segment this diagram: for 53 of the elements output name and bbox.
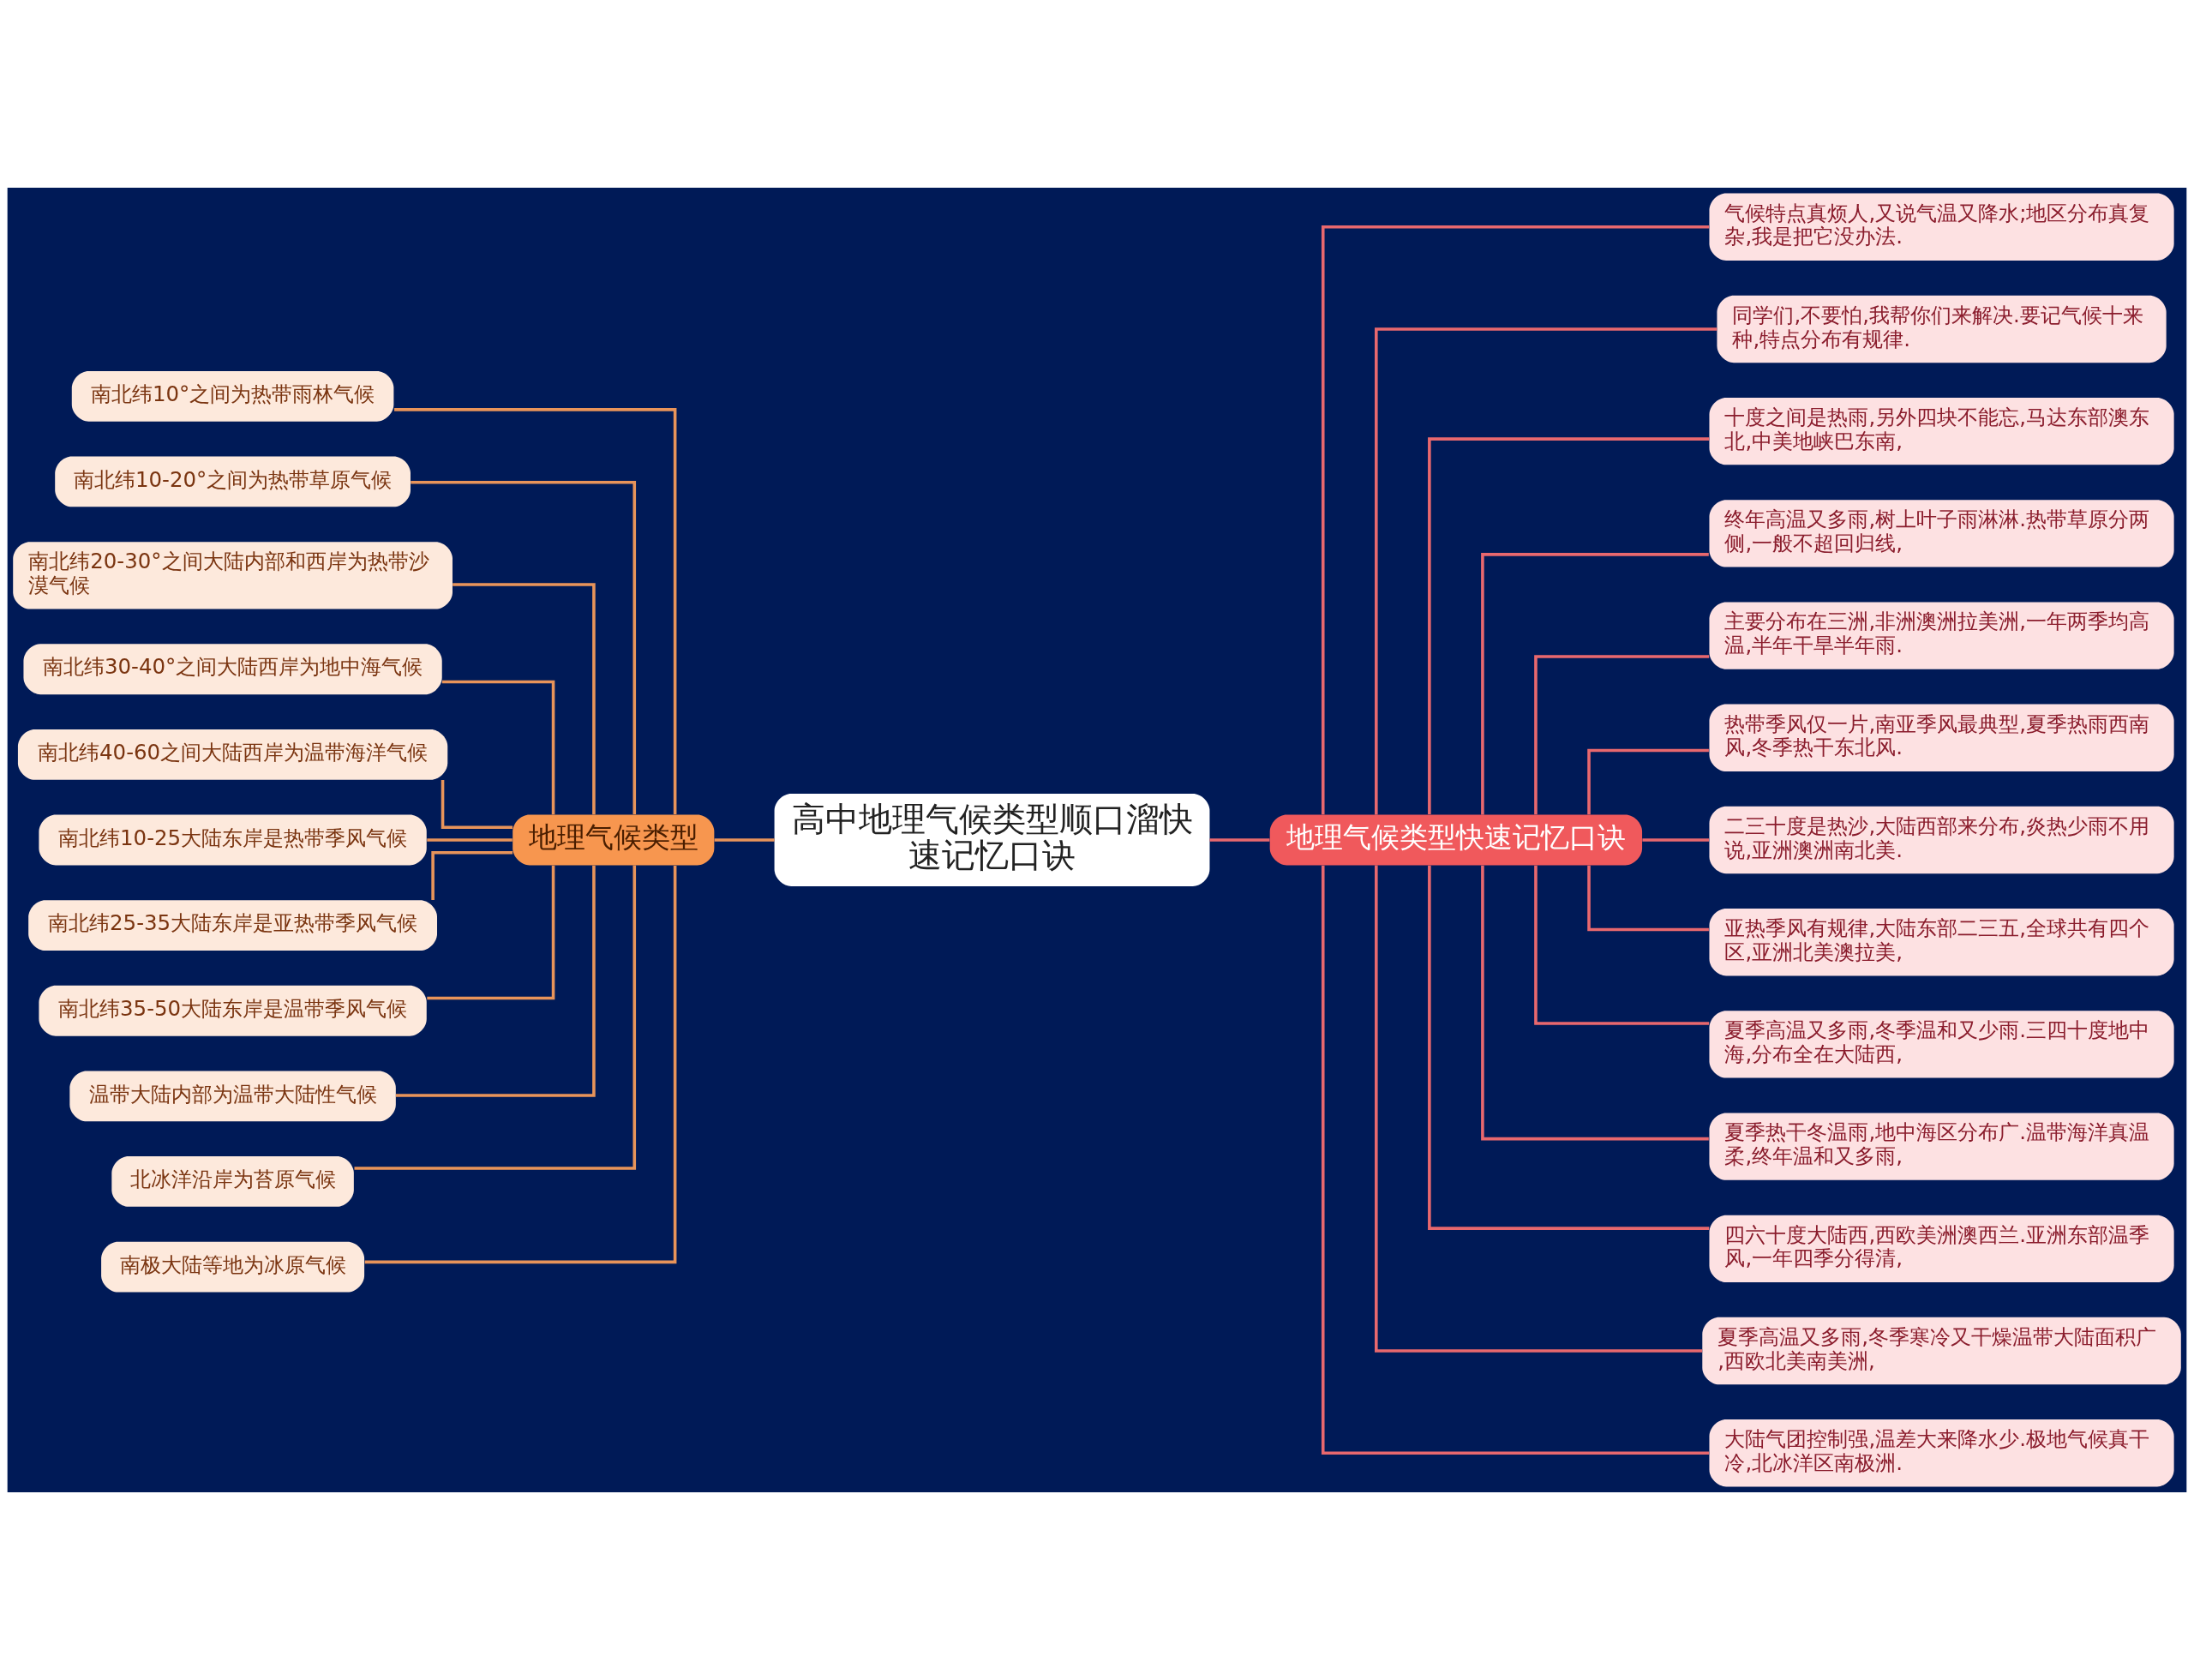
connector	[1209, 838, 1270, 842]
connector	[431, 850, 513, 900]
connector	[1481, 553, 1709, 815]
node-box: 夏季高温又多雨,冬季温和又少雨.三四十度地中海,分布全在大陆西,	[1709, 1011, 2174, 1078]
node-box: 南极大陆等地为冰原气候	[101, 1241, 365, 1293]
connector	[1534, 655, 1710, 815]
node-box: 十度之间是热雨,另外四块不能忘,马达东部澳东北,中美地峡巴东南,	[1709, 397, 2174, 465]
node-box: 南北纬35-50大陆东岸是温带季风气候	[39, 985, 427, 1036]
node-box: 同学们,不要怕,我帮你们来解决.要记气候十来种,特点分布有规律.	[1717, 295, 2167, 363]
node-box: 亚热季风有规律,大陆东部二三五,全球共有四个区,亚洲北美澳拉美,	[1709, 909, 2174, 976]
connector	[1428, 437, 1710, 814]
node-box: 北冰洋沿岸为苔原气候	[111, 1156, 354, 1207]
node-box: 大陆气团控制强,温差大来降水少.极地气候真干冷,北冰洋区南极洲.	[1709, 1419, 2174, 1487]
node-box: 南北纬10-20°之间为热带草原气候	[55, 456, 411, 507]
connector	[395, 865, 596, 1097]
connector	[714, 838, 775, 842]
connector	[1375, 865, 1703, 1353]
node-box: 南北纬30-40°之间大陆西岸为地中海气候	[23, 644, 442, 695]
node-box: 四六十度大陆西,西欧美洲澳西兰.亚洲东部温季风,一年四季分得清,	[1709, 1215, 2174, 1283]
connector	[1321, 865, 1710, 1455]
node-box: 气候特点真烦人,又说气温又降水;地区分布真复杂,我是把它没办法.	[1709, 193, 2174, 261]
node-box: 南北纬10-25大陆东岸是热带季风气候	[39, 814, 427, 866]
connector	[354, 865, 637, 1170]
connector	[1481, 865, 1709, 1141]
node-box: 主要分布在三洲,非洲澳洲拉美洲,一年两季均高温,半年干旱半年雨.	[1709, 602, 2174, 669]
node-box: 地理气候类型	[513, 814, 715, 866]
connector	[394, 408, 677, 815]
node-box: 南北纬10°之间为热带雨林气候	[71, 370, 394, 422]
connector	[1642, 838, 1709, 842]
node-box: 南北纬40-60之间大陆西岸为温带海洋气候	[17, 729, 448, 780]
node-box: 地理气候类型快速记忆口诀	[1269, 814, 1643, 866]
node-box: 热带季风仅一片,南亚季风最典型,夏季热雨西南风,冬季热干东北风.	[1709, 704, 2174, 771]
node-box: 二三十度是热沙,大陆西部来分布,炎热少雨不用说,亚洲澳洲南北美.	[1709, 806, 2174, 874]
connector	[453, 583, 596, 815]
node-box: 温带大陆内部为温带大陆性气候	[69, 1071, 396, 1122]
connector	[427, 838, 513, 842]
node-box: 终年高温又多雨,树上叶子雨淋淋.热带草原分两侧,一般不超回归线,	[1709, 500, 2174, 567]
node-box: 夏季高温又多雨,冬季寒冷又干燥温带大陆面积广,西欧北美南美洲,	[1702, 1317, 2181, 1385]
connector	[1321, 225, 1710, 815]
connector	[1428, 865, 1710, 1230]
node-box: 南北纬25-35大陆东岸是亚热带季风气候	[28, 900, 437, 951]
connector	[1587, 748, 1709, 815]
connector	[1534, 865, 1710, 1025]
connector	[427, 865, 555, 1000]
connector	[441, 680, 555, 815]
connector	[1587, 865, 1709, 932]
node-box: 高中地理气候类型顺口溜快速记忆口诀	[774, 794, 1210, 886]
connector	[441, 780, 513, 830]
connector	[411, 480, 637, 814]
node-box: 南北纬20-30°之间大陆内部和西岸为热带沙漠气候	[13, 542, 453, 609]
node-box: 夏季热干冬温雨,地中海区分布广.温带海洋真温柔,终年温和又多雨,	[1709, 1113, 2174, 1180]
connector	[1375, 327, 1717, 815]
connector	[364, 866, 677, 1264]
